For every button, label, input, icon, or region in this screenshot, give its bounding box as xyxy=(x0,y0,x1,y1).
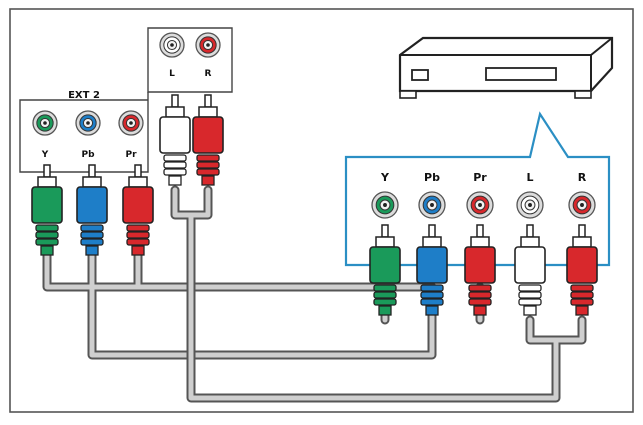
device-plug-pb xyxy=(416,224,448,316)
tv-jack-l-audio-icon xyxy=(159,32,185,58)
tv-plug-pb xyxy=(76,164,108,256)
tv-plug-r xyxy=(192,94,224,186)
device-jack-label-y-0: Y xyxy=(380,171,390,184)
device-jack-label-l-3: L xyxy=(526,171,533,184)
device-jack-y-0-icon xyxy=(371,191,399,219)
device-jacks: Y Pb Pr L R xyxy=(371,171,596,219)
cables xyxy=(42,185,587,403)
tv-jack-y-icon xyxy=(32,110,58,136)
tv-plug-y xyxy=(31,164,63,256)
tv-jack-label-pb: Pb xyxy=(81,150,95,160)
device-plug-l xyxy=(514,224,546,316)
tv-jack-label-pr: Pr xyxy=(125,150,137,160)
ext-label: EXT 2 xyxy=(68,90,100,101)
device-jack-r-4-icon xyxy=(568,191,596,219)
device-jack-l-3-icon xyxy=(516,191,544,219)
tv-jack-label-y: Y xyxy=(41,150,49,160)
device-plugs xyxy=(369,224,598,316)
device-jack-label-r-4: R xyxy=(578,171,587,184)
device-jack-pr-2-icon xyxy=(466,191,494,219)
device-jack-label-pr-2: Pr xyxy=(473,171,487,184)
tv-jack-pr-icon xyxy=(118,110,144,136)
tv-audio-label-r: R xyxy=(205,69,212,79)
tv-jack-pb-icon xyxy=(75,110,101,136)
tv-audio-label-l: L xyxy=(169,69,175,79)
tv-plugs xyxy=(31,94,224,256)
tv-video-jacks: Y Pb Pr xyxy=(32,110,144,160)
device-jack-pb-1-icon xyxy=(418,191,446,219)
set-top-box-icon xyxy=(398,36,614,99)
tv-plug-pr xyxy=(122,164,154,256)
tv-plug-l xyxy=(159,94,191,186)
tv-jack-r-audio-icon xyxy=(195,32,221,58)
device-jack-label-pb-1: Pb xyxy=(424,171,440,184)
device-plug-r xyxy=(566,224,598,316)
device-plug-pr xyxy=(464,224,496,316)
tv-audio-panel xyxy=(147,27,233,93)
audio-cable xyxy=(172,187,585,401)
device-plug-y xyxy=(369,224,401,316)
